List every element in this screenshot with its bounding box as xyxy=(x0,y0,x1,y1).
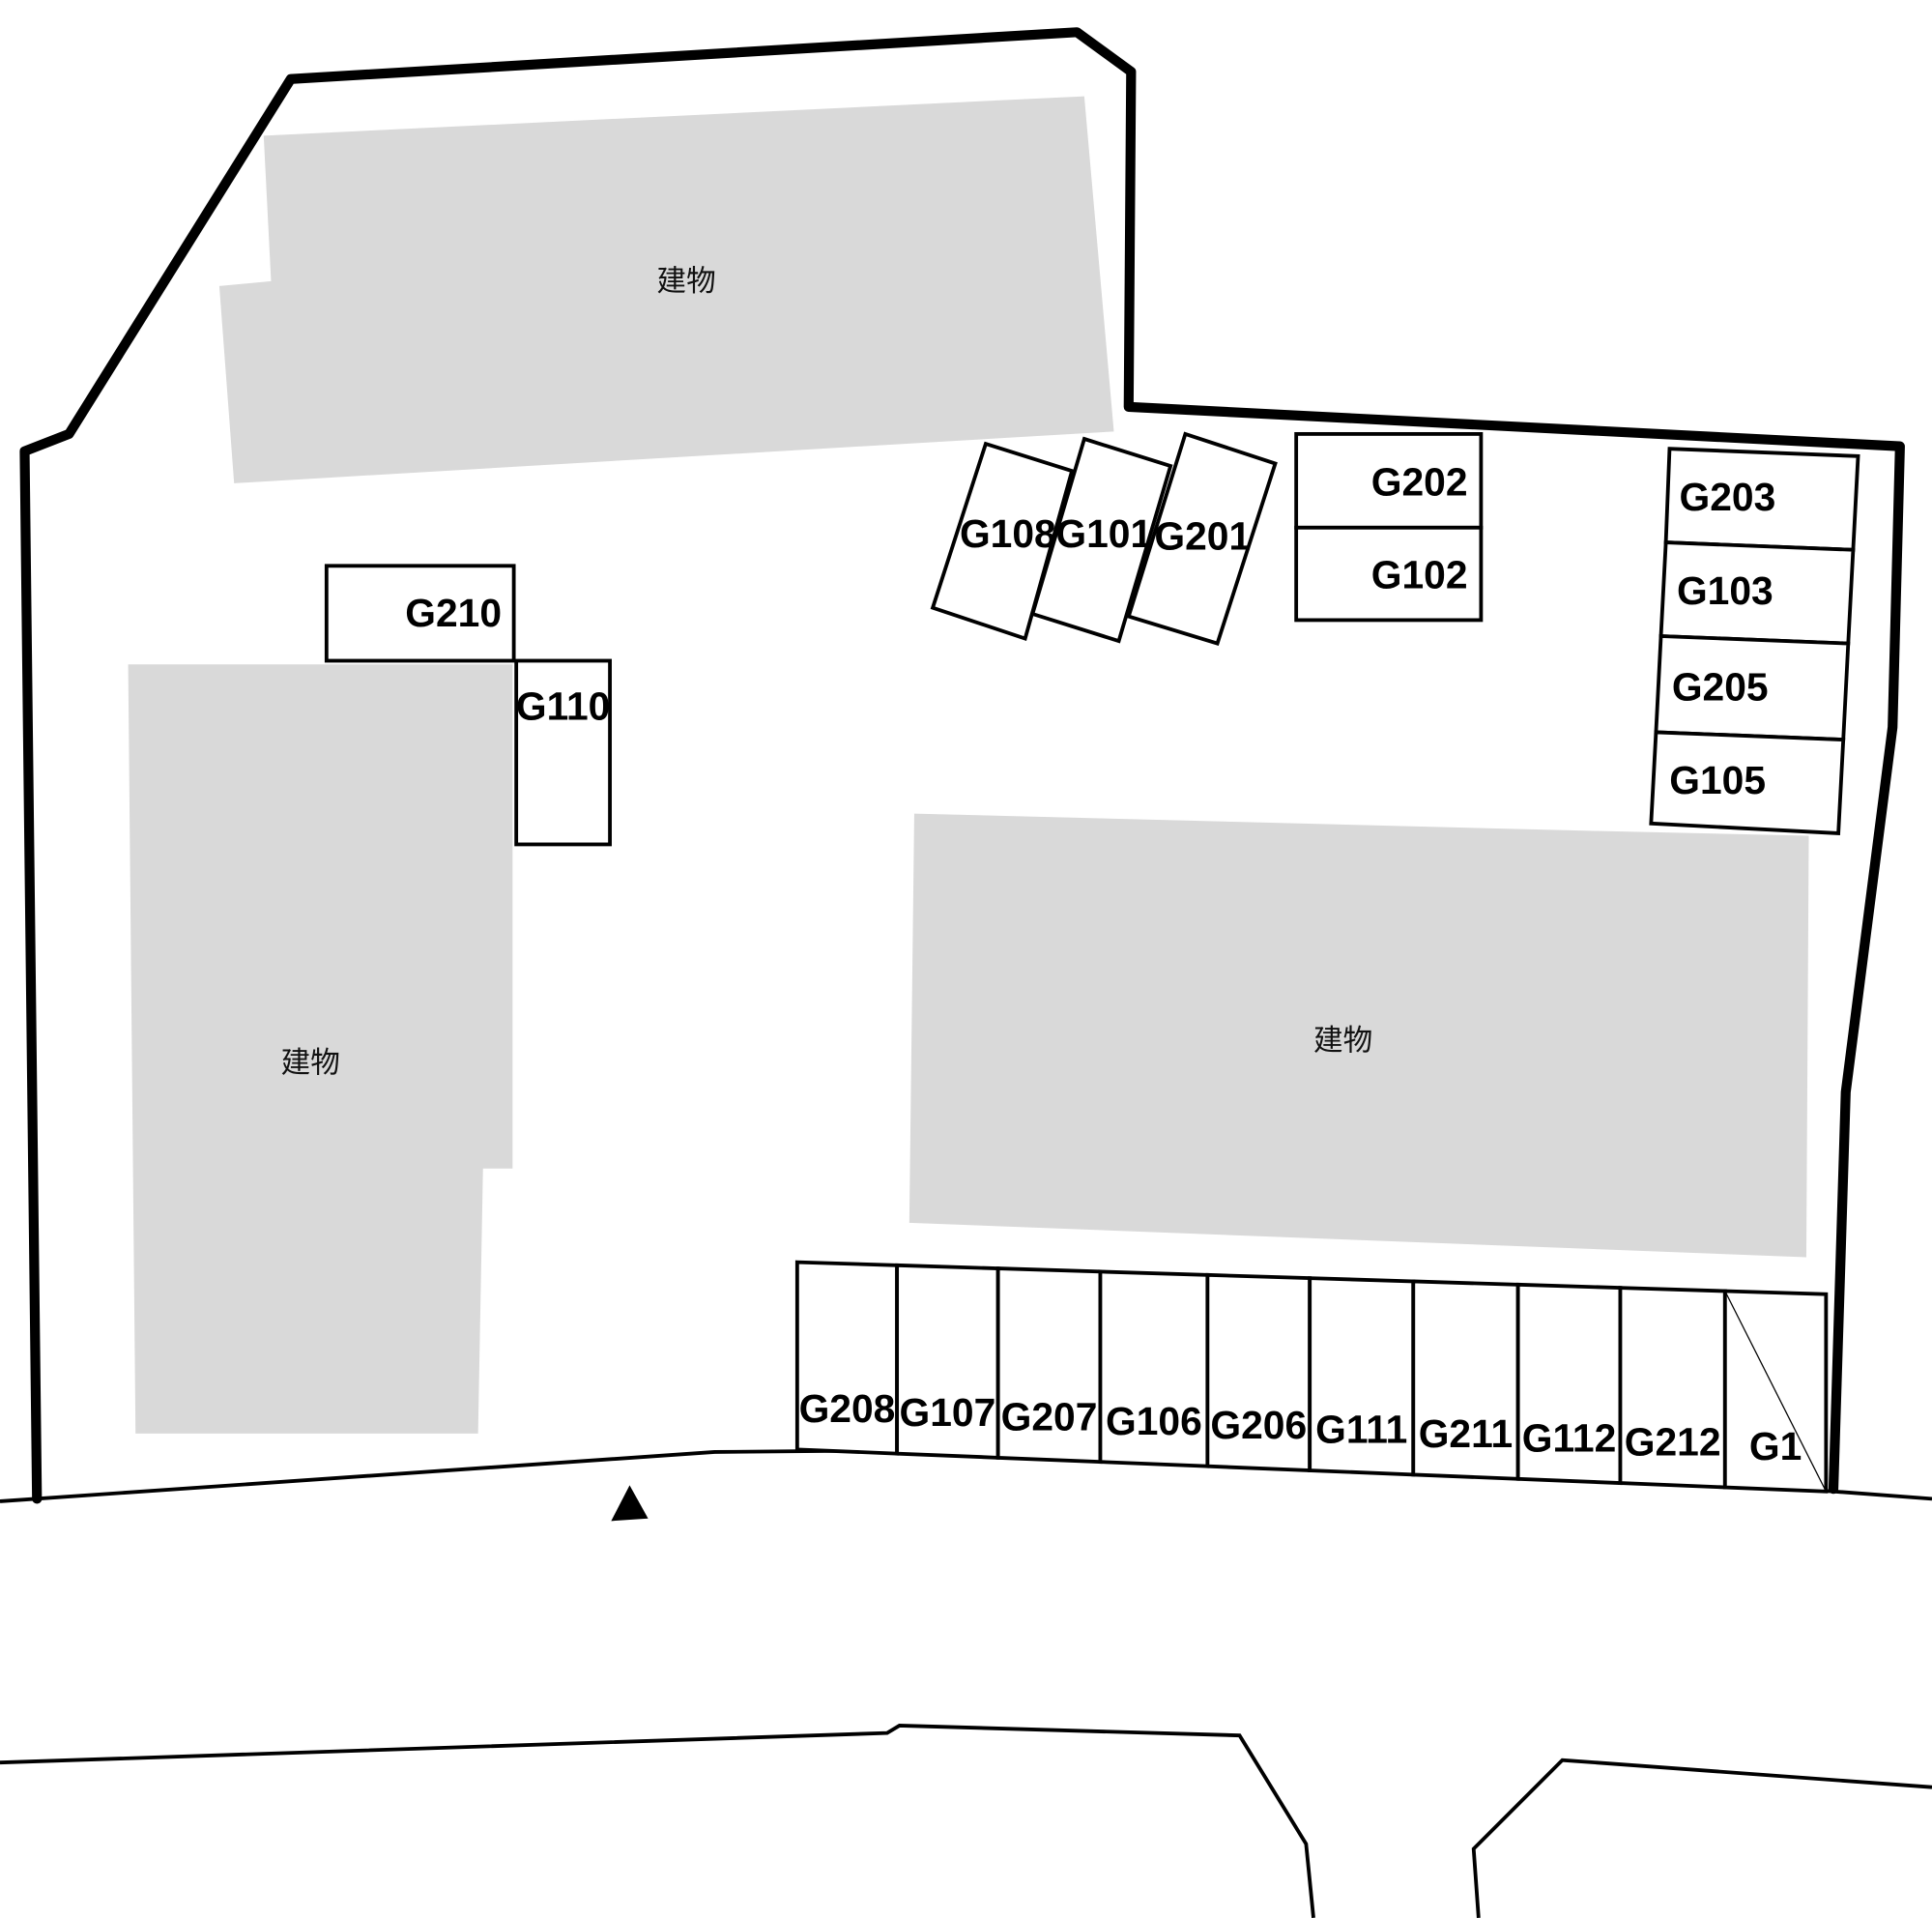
slot-G211[interactable]: G211 xyxy=(1411,1279,1520,1481)
svg-text:G203: G203 xyxy=(1679,475,1775,519)
svg-text:G206: G206 xyxy=(1210,1403,1307,1447)
slot-G208[interactable]: G208 xyxy=(794,1260,900,1456)
svg-text:G107: G107 xyxy=(899,1390,995,1435)
slot-G107[interactable]: G107 xyxy=(895,1263,1000,1460)
svg-text:G205: G205 xyxy=(1672,664,1769,709)
slot-G202[interactable]: G202 xyxy=(1294,431,1484,530)
svg-text:G106: G106 xyxy=(1106,1399,1202,1443)
slot-G105[interactable]: G105 xyxy=(1649,730,1846,835)
svg-text:G202: G202 xyxy=(1371,460,1468,505)
slot-G210[interactable]: G210 xyxy=(324,564,516,663)
slot-G111[interactable]: G111 xyxy=(1308,1276,1416,1477)
svg-text:G105: G105 xyxy=(1669,758,1766,802)
road-lines xyxy=(0,1447,1932,1918)
svg-text:G207: G207 xyxy=(1001,1394,1098,1438)
slot-G205[interactable]: G205 xyxy=(1654,633,1851,742)
svg-text:G103: G103 xyxy=(1677,568,1773,613)
slot-G203[interactable]: G203 xyxy=(1663,447,1860,552)
svg-text:G110: G110 xyxy=(516,684,611,729)
building-label: 建物 xyxy=(281,1046,340,1080)
slot-G103[interactable]: G103 xyxy=(1658,540,1856,646)
svg-text:G108: G108 xyxy=(960,511,1056,556)
slot-G101[interactable]: G101 xyxy=(1029,436,1173,644)
slot-G1[interactable]: G1 xyxy=(1722,1289,1829,1494)
svg-text:G210: G210 xyxy=(405,591,502,635)
entrance-triangle-icon xyxy=(611,1485,649,1522)
slot-G201[interactable]: G201 xyxy=(1126,431,1278,647)
diagonal-line xyxy=(1724,1291,1827,1493)
slot-G207[interactable]: G207 xyxy=(995,1266,1103,1465)
building-left: 建物 xyxy=(128,664,513,1434)
svg-text:G112: G112 xyxy=(1522,1415,1617,1460)
building-right: 建物 xyxy=(908,813,1809,1258)
building-label: 建物 xyxy=(1313,1024,1372,1058)
svg-text:G208: G208 xyxy=(799,1386,896,1431)
building-top: 建物 xyxy=(218,96,1114,483)
building-label: 建物 xyxy=(657,265,716,299)
svg-text:G102: G102 xyxy=(1371,552,1468,596)
svg-text:G211: G211 xyxy=(1419,1411,1514,1456)
property-boundary xyxy=(19,27,1905,1504)
slot-G112[interactable]: G112 xyxy=(1515,1282,1623,1486)
slot-G102[interactable]: G102 xyxy=(1294,525,1484,623)
svg-text:G101: G101 xyxy=(1055,511,1152,556)
svg-text:G111: G111 xyxy=(1315,1408,1407,1452)
svg-text:G1: G1 xyxy=(1749,1424,1802,1468)
slot-G108[interactable]: G108 xyxy=(930,441,1075,641)
slot-G106[interactable]: G106 xyxy=(1098,1269,1210,1468)
slot-G110[interactable]: G110 xyxy=(514,658,612,847)
slot-G206[interactable]: G206 xyxy=(1205,1272,1312,1472)
svg-text:G212: G212 xyxy=(1625,1420,1721,1465)
slot-G212[interactable]: G212 xyxy=(1618,1286,1727,1490)
svg-text:G201: G201 xyxy=(1154,514,1251,559)
